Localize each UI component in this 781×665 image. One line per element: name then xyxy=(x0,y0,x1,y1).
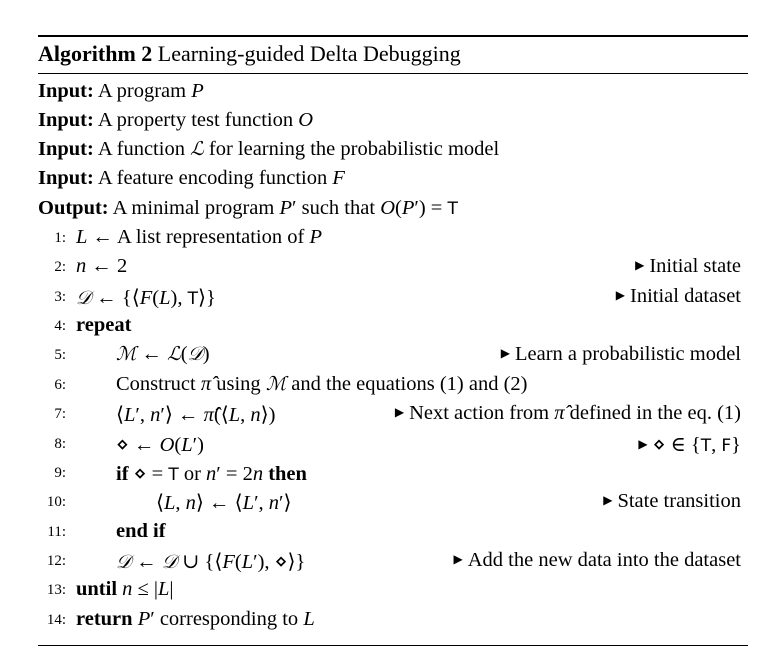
line-body: n ← 2 xyxy=(76,255,128,277)
comment-triangle-icon: ▶ xyxy=(603,493,613,507)
input-line: Input: A program P xyxy=(38,80,204,102)
algorithm-line: 7: ⟨L′, n′⟩ ← π̂(⟨L, n⟩) ▶Next action fr… xyxy=(38,402,741,430)
input-keyword: Input: xyxy=(38,80,94,102)
input-line: Input: A feature encoding function F xyxy=(38,167,345,189)
input-keyword: Input: xyxy=(38,167,94,189)
algorithm-line: 11: end if xyxy=(38,520,741,548)
comment-triangle-icon: ▶ xyxy=(500,346,510,360)
line-comment: ▶Learn a probabilistic model xyxy=(500,343,741,365)
comment-triangle-icon: ▶ xyxy=(615,288,625,302)
line-body: L ← A list representation of P xyxy=(76,226,322,248)
line-number: 14: xyxy=(46,612,66,628)
line-comment: ▶⋄ ∈ {T, F} xyxy=(638,434,741,456)
title-rule xyxy=(38,73,748,74)
line-comment: ▶Initial dataset xyxy=(615,285,741,307)
algorithm-line: 2: n ← 2 ▶Initial state xyxy=(38,255,741,283)
algorithm-line: 12: 𝒟 ← 𝒟 ∪ {⟨F(L′), ⋄⟩} ▶Add the new da… xyxy=(38,549,741,577)
input-keyword: Input: xyxy=(38,109,94,131)
line-number: 2: xyxy=(54,259,66,275)
line-number: 10: xyxy=(46,494,66,510)
line-body: ⟨L′, n′⟩ ← π̂(⟨L, n⟩) xyxy=(116,404,276,426)
line-body: repeat xyxy=(76,314,132,336)
output-keyword: Output: xyxy=(38,197,109,219)
line-body: if ⋄ = T or n′ = 2n then xyxy=(116,463,307,485)
line-body: ⋄ ← O(L′) xyxy=(116,434,204,456)
algorithm-line: 9: if ⋄ = T or n′ = 2n then xyxy=(38,461,741,489)
algorithm-line: 5: ℳ ← ℒ(𝒟) ▶Learn a probabilistic model xyxy=(38,343,741,371)
line-comment: ▶State transition xyxy=(603,490,741,512)
algorithm-line: 3: 𝒟 ← {⟨F(L), T⟩} ▶Initial dataset xyxy=(38,285,741,313)
algorithm-line: 13: until n ≤ |L| xyxy=(38,578,741,606)
line-number: 1: xyxy=(54,230,66,246)
top-rule xyxy=(38,35,748,37)
line-number: 12: xyxy=(46,553,66,569)
comment-triangle-icon: ▶ xyxy=(635,258,645,272)
line-comment: ▶Initial state xyxy=(635,255,741,277)
line-body: return P′ corresponding to L xyxy=(76,608,315,630)
line-body: end if xyxy=(116,520,166,542)
line-body: 𝒟 ← 𝒟 ∪ {⟨F(L′), ⋄⟩} xyxy=(116,551,306,573)
line-comment: ▶Next action from π̂ defined in the eq. … xyxy=(394,402,741,424)
line-body: Construct π̂ using ℳ and the equations (… xyxy=(116,373,528,395)
line-body: ⟨L, n⟩ ← ⟨L′, n′⟩ xyxy=(156,492,292,514)
line-number: 7: xyxy=(54,406,66,422)
input-line: Input: A property test function O xyxy=(38,109,314,131)
bottom-rule xyxy=(38,645,748,646)
line-number: 9: xyxy=(54,465,66,481)
comment-triangle-icon: ▶ xyxy=(394,405,405,419)
line-number: 8: xyxy=(54,436,66,452)
algorithm-name: Learning-guided Delta Debugging xyxy=(157,41,461,66)
comment-triangle-icon: ▶ xyxy=(638,437,648,451)
input-line: Input: A function ℒ for learning the pro… xyxy=(38,138,500,160)
comment-triangle-icon: ▶ xyxy=(453,552,463,566)
output-line: Output: A minimal program P′ such that O… xyxy=(38,197,458,219)
line-body: 𝒟 ← {⟨F(L), T⟩} xyxy=(76,287,216,309)
line-number: 11: xyxy=(47,524,66,540)
line-number: 3: xyxy=(54,289,66,305)
line-comment: ▶Add the new data into the dataset xyxy=(453,549,741,571)
algorithm-title: Algorithm 2 Learning-guided Delta Debugg… xyxy=(38,41,461,67)
algorithm-line: 14: return P′ corresponding to L xyxy=(38,608,741,636)
algorithm-line: 1: L ← A list representation of P xyxy=(38,226,741,254)
line-number: 13: xyxy=(46,582,66,598)
line-number: 4: xyxy=(54,318,66,334)
line-number: 5: xyxy=(54,347,66,363)
algorithm-line: 4: repeat xyxy=(38,314,741,342)
algorithm-label: Algorithm 2 xyxy=(38,41,153,66)
line-body: ℳ ← ℒ(𝒟) xyxy=(116,343,210,365)
algorithm-line: 8: ⋄ ← O(L′) ▶⋄ ∈ {T, F} xyxy=(38,432,741,460)
algorithm-line: 6: Construct π̂ using ℳ and the equation… xyxy=(38,373,741,401)
line-number: 6: xyxy=(54,377,66,393)
algorithm-line: 10: ⟨L, n⟩ ← ⟨L′, n′⟩ ▶State transition xyxy=(38,490,741,518)
input-keyword: Input: xyxy=(38,138,94,160)
line-body: until n ≤ |L| xyxy=(76,578,174,600)
